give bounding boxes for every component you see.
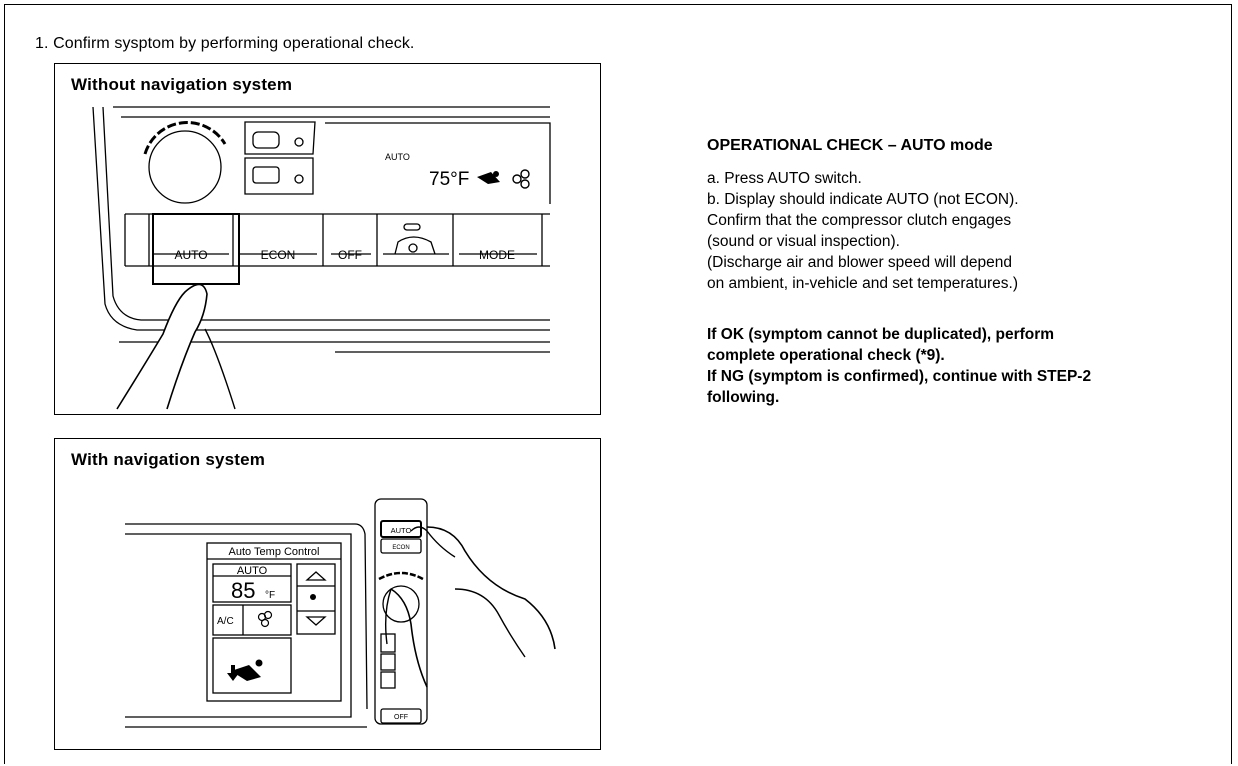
instruction-line: Confirm that the compressor clutch engag…	[707, 212, 1012, 229]
instructions-block: OPERATIONAL CHECK – AUTO mode a. Press A…	[707, 135, 1091, 408]
display-temperature: 75°F	[429, 169, 469, 190]
off-button-label: OFF	[338, 248, 362, 262]
instruction-line: (Discharge air and blower speed will dep…	[707, 254, 1013, 271]
side-econ-label: ECON	[392, 545, 409, 551]
panel-title: Without navigation system	[71, 75, 293, 94]
side-off-label: OFF	[394, 714, 408, 721]
auto-button-label: AUTO	[174, 248, 207, 262]
instruction-line: b. Display should indicate AUTO (not ECO…	[707, 191, 1019, 208]
screen-heading: Auto Temp Control	[229, 546, 320, 558]
screen-mode: AUTO	[237, 565, 268, 577]
panel-title: With navigation system	[71, 450, 266, 469]
mode-button-label: MODE	[479, 248, 515, 262]
instruction-line: a. Press AUTO switch.	[707, 170, 862, 187]
instruction-line: on ambient, in-vehicle and set temperatu…	[707, 275, 1019, 292]
result-line: following.	[707, 389, 780, 406]
screen-ac-label: A/C	[217, 616, 234, 627]
result-line: complete operational check (*9).	[707, 347, 945, 364]
econ-button-label: ECON	[261, 248, 296, 262]
result-line: If NG (symptom is confirmed), continue w…	[707, 368, 1092, 385]
step-instruction: 1. Confirm sysptom by performing operati…	[35, 35, 415, 52]
control-panel-illustration: AUTO 75°F AUTO ECON OFF MODE	[92, 106, 551, 410]
panel-with-navigation: With navigation system	[54, 438, 601, 750]
page-frame	[4, 4, 1232, 764]
result-line: If OK (symptom cannot be duplicated), pe…	[707, 326, 1055, 343]
screen-unit: °F	[265, 590, 275, 601]
panel-without-navigation: Without navigation system	[54, 63, 601, 415]
side-auto-label: AUTO	[391, 526, 412, 535]
instruction-line: (sound or visual inspection).	[707, 233, 900, 250]
display-mode: AUTO	[385, 152, 410, 162]
navigation-panel-illustration: Auto Temp Control AUTO 85 °F A/C AUTO EC…	[125, 498, 556, 728]
instructions-heading: OPERATIONAL CHECK – AUTO mode	[707, 137, 993, 154]
screen-temperature: 85	[231, 578, 255, 603]
